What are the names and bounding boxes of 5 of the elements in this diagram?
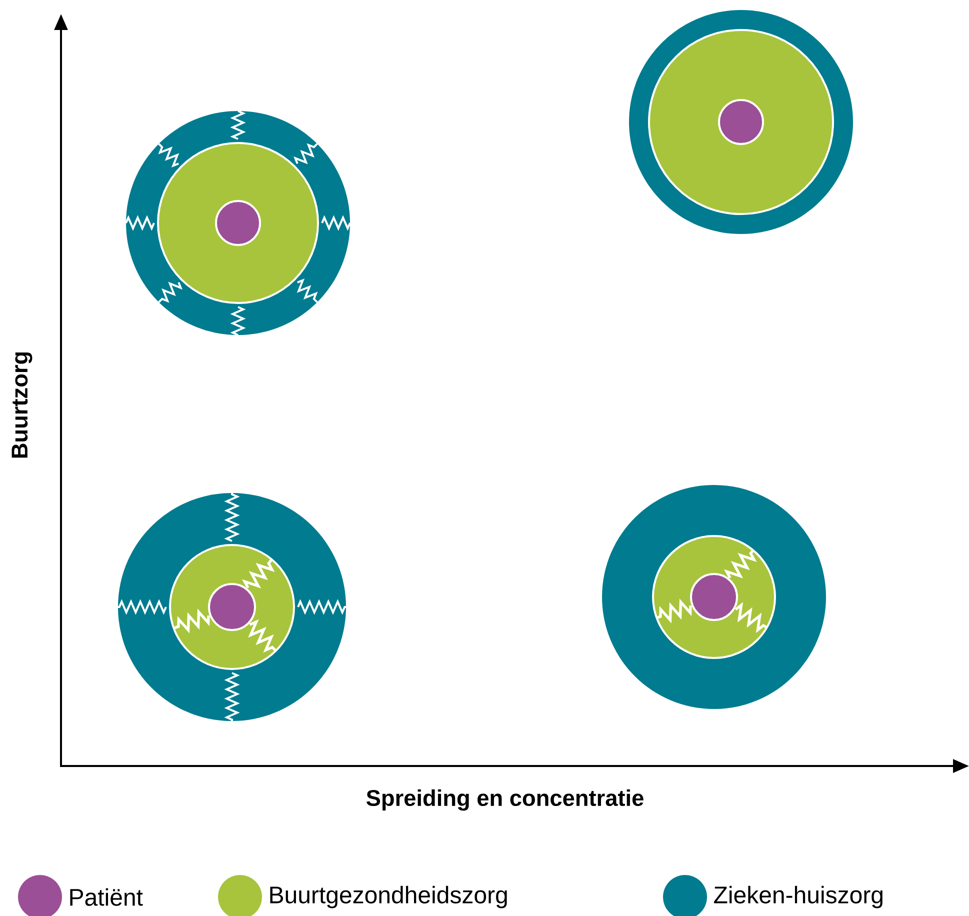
legend-label: Zieken-huiszorg [714,886,882,908]
legend-label: Buurtgezondheidszorg [270,886,507,908]
legend-label: Patiënt [70,888,143,906]
axis-title: Spreiding en concentratie [366,789,644,811]
axis-title: Buurtzorg [12,352,32,458]
